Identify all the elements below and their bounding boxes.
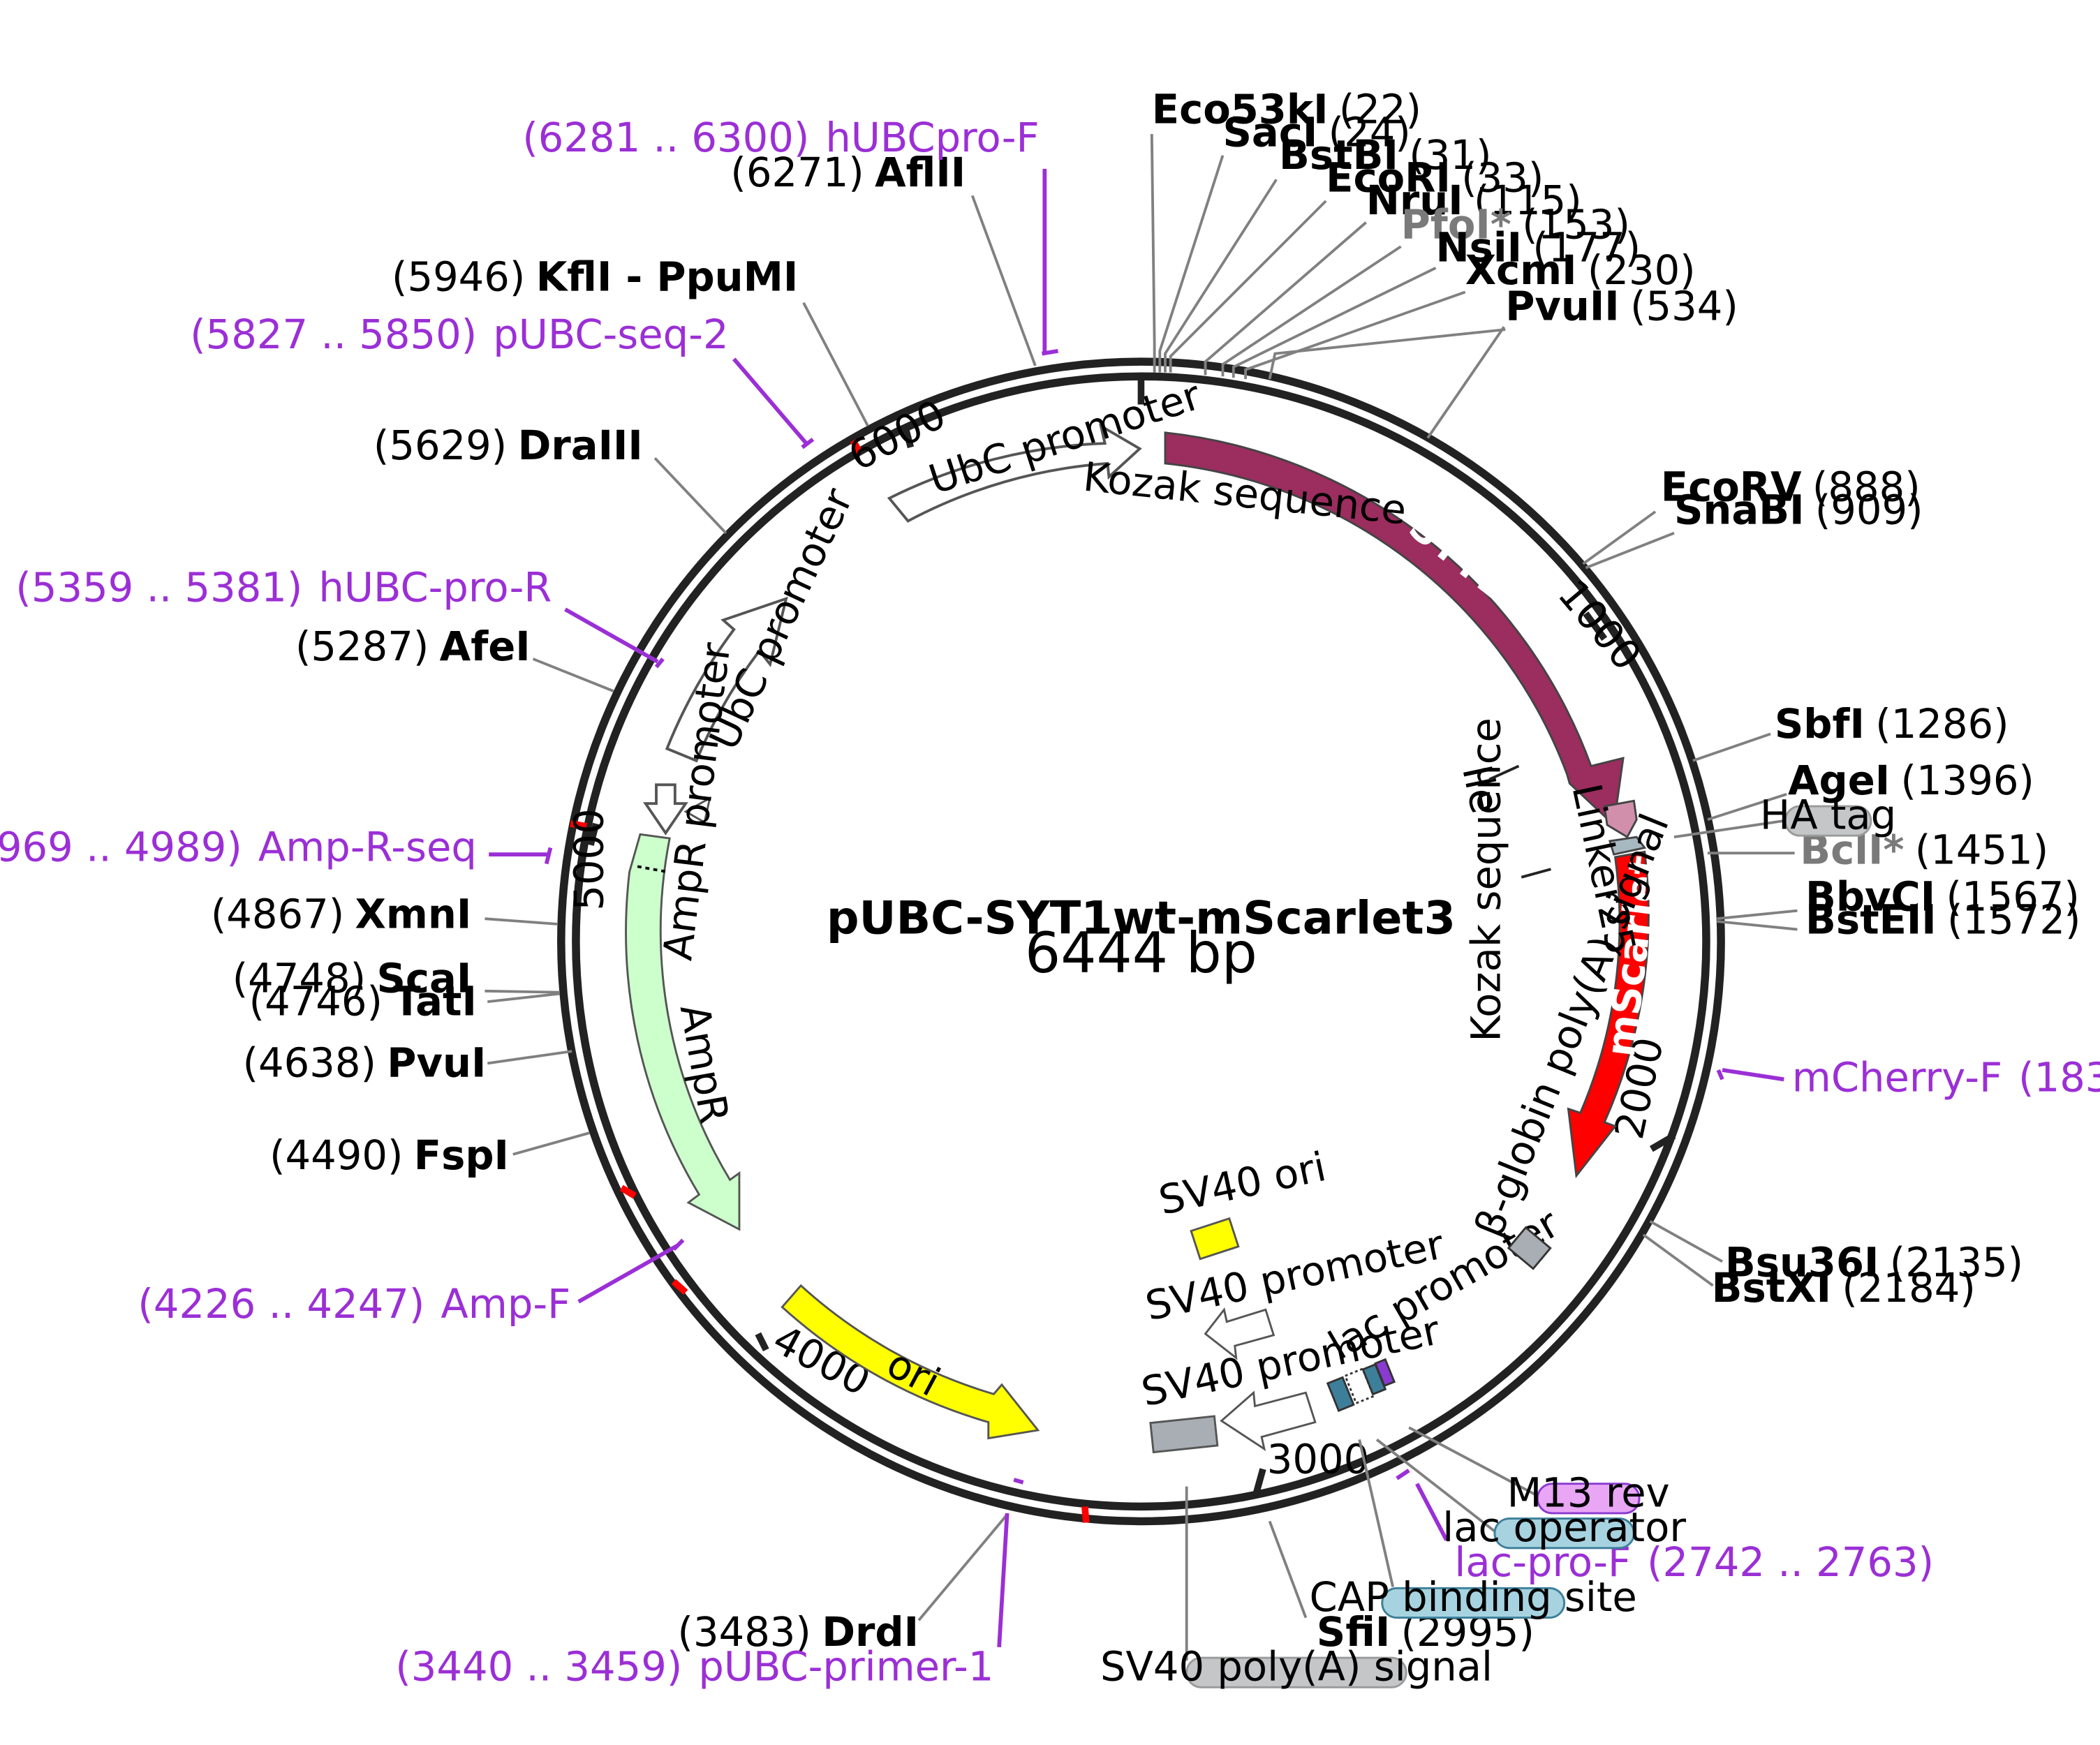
site-pfoi: PfoI*(153): [1401, 202, 1630, 248]
primer-hubcpro-f: (6281 .. 6300)hUBCpro-F: [522, 114, 1039, 161]
site-xmni: (4867)XmnI: [211, 891, 471, 938]
primer-amp-r-seq: (4969 .. 4989)Amp-R-seq: [0, 824, 477, 871]
ubc-promoter-top-feature: [887, 423, 1142, 523]
site-fspi: (4490)FspI: [269, 1132, 509, 1179]
site-labels: Eco53kI(22) SacI(24) BstBI(31) EcoRI(33)…: [211, 87, 2081, 1656]
site-sbfi: SbfI(1286): [1775, 701, 2009, 748]
site-nrui: NruI(115): [1366, 177, 1582, 224]
ori-feature: [781, 1284, 1040, 1440]
site-tati: (4746)TatI: [249, 978, 477, 1025]
ha-tag-text: HA tag: [1760, 792, 1896, 839]
site-aflii: (6271)AflII: [730, 149, 966, 196]
sv40-polya-pill: [1185, 1656, 1407, 1688]
sv40-polya-feature: [1149, 1415, 1219, 1454]
m13-rev-feature: [1374, 1358, 1396, 1388]
site-kfli-ppumi: (5946)KflI - PpuMI: [392, 253, 798, 300]
site-afei: (5287)AfeI: [295, 623, 531, 670]
m13-rev-pill: [1536, 1483, 1641, 1515]
cap-site-feature: [1326, 1376, 1355, 1412]
cap-site-pill: [1381, 1587, 1566, 1619]
site-ecori: EcoRI(33): [1326, 155, 1544, 202]
site-bsu36i: Bsu36I(2135): [1725, 1239, 2023, 1286]
site-leaders: [485, 133, 1798, 1661]
primer-labels: (6281 .. 6300)hUBCpro-F (5827 .. 5850)pU…: [0, 114, 2100, 1691]
sv40-polya-text: SV40 poly(A) signal: [1100, 1644, 1493, 1691]
primer-pubc-primer-1: (3440 .. 3459)pUBC-primer-1: [395, 1644, 993, 1691]
tick-marks: [587, 378, 1676, 1494]
plasmid-name: pUBC-SYT1wt-mScarlet3: [827, 891, 1456, 944]
ile-tick: [1488, 764, 1520, 781]
ha-tag-pill: [1784, 805, 1872, 837]
ubc-promoter-left-feature: [665, 596, 788, 763]
sv40-promoter-1-feature: [1204, 1307, 1275, 1360]
ampr-feature: [625, 833, 741, 1231]
site-nsii: NsiI(177): [1435, 224, 1641, 271]
site-bbvci: BbvCI(1567): [1805, 874, 2080, 921]
ha-tag-feature: [1609, 836, 1647, 856]
site-draiii: (5629)DraIII: [374, 422, 643, 469]
tick-5000: 5000: [565, 808, 612, 910]
site-saci: SacI(24): [1222, 109, 1410, 156]
primer-pubc-seq-2: (5827 .. 5850)pUBC-seq-2: [190, 311, 728, 358]
site-bstbi: BstBI(31): [1279, 132, 1491, 179]
site-ecorv: EcoRV(888): [1661, 464, 1921, 511]
site-xcmi: XcmI(230): [1465, 247, 1696, 294]
backbone: [557, 357, 1725, 1526]
linker-feature: [1603, 799, 1638, 839]
ile-label: Ile: [1453, 761, 1509, 817]
site-bsteii: BstEII(1572): [1805, 896, 2080, 943]
site-snabi: SnaBI(909): [1674, 487, 1923, 533]
tick-3000: 3000: [1267, 1436, 1369, 1483]
primer-amp-f: (4226 .. 4247)Amp-F: [138, 1281, 570, 1328]
site-pvuii-top: PvuII(534): [1505, 283, 1738, 330]
mscarlet3-feature: [1567, 850, 1650, 1179]
site-eco53ki: Eco53kI(22): [1152, 87, 1421, 133]
m13-rev-text: M13 rev: [1507, 1469, 1670, 1516]
site-agei: AgeI(1396): [1788, 757, 2034, 804]
bglobin-feature: [1507, 1226, 1552, 1270]
sv40-promoter-2-feature: [1220, 1390, 1317, 1452]
site-bstxi: BstXI(2184): [1712, 1265, 1976, 1312]
syt1wt-feature: [1164, 431, 1625, 827]
sv40-ori-feature: [1190, 1217, 1240, 1261]
site-scai: (4748)ScaI: [232, 956, 472, 1002]
lac-promoter-cluster: [1326, 1358, 1396, 1412]
backbone-red-marks: [570, 438, 1090, 1523]
kozak-right-tick: [1521, 868, 1551, 879]
site-pvui: (4638)PvuI: [243, 1040, 487, 1087]
sv40-ori-label: SV40 ori: [1155, 1143, 1330, 1224]
lac-operator-pill: [1493, 1517, 1635, 1550]
plasmid-length: 6444 bp: [1025, 921, 1257, 986]
primer-markers: [489, 168, 1784, 1647]
ampr-promoter-feature: [643, 783, 688, 836]
lac-operator-text: lac operator: [1442, 1504, 1686, 1551]
site-drdi: (3483)DrdI: [678, 1609, 919, 1656]
ampr-promoter-small: [683, 796, 711, 824]
cap-site-text: CAP binding site: [1310, 1574, 1637, 1621]
ampr-dotted: [637, 865, 667, 873]
kozak-right-label: Kozak sequence: [1463, 718, 1510, 1041]
primer-hubc-pro-r: (5359 .. 5381)hUBC-pro-R: [15, 565, 552, 611]
primer-mcherry-f: mCherry-F(1830 .. 1849): [1792, 1055, 2100, 1101]
pill-labels: HA tag M13 rev lac operator CAP binding …: [1100, 792, 1896, 1691]
